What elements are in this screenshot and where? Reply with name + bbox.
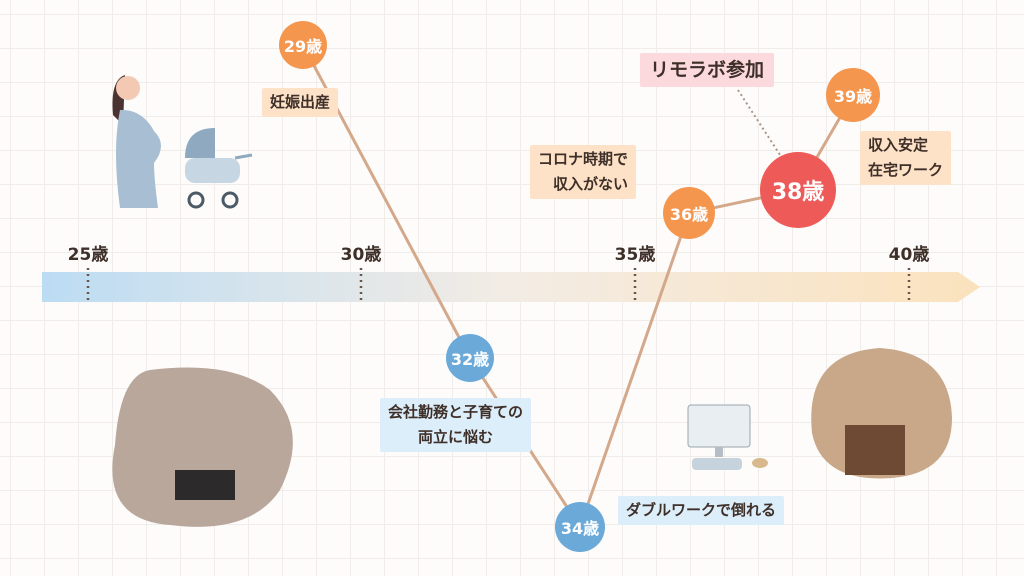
axis-label-40: 40歳: [888, 245, 930, 265]
age-node-32: 32歳: [446, 334, 494, 382]
note-stable-line1: 収入安定: [868, 136, 929, 154]
note-stable: 収入安定 在宅ワーク: [860, 131, 952, 185]
age-node-38: 38歳: [760, 152, 836, 228]
age-node-36: 36歳: [663, 187, 715, 239]
axis-label-30: 30歳: [340, 245, 382, 265]
podium-shape: [845, 425, 905, 475]
age-node-34: 34歳: [555, 502, 605, 552]
remolabo-connector: [737, 89, 783, 159]
note-work-childcare: 会社勤務と子育ての 両立に悩む: [380, 398, 532, 452]
note-corona-line1: コロナ時期で: [538, 150, 629, 168]
camera-shape: [175, 470, 235, 500]
note-birth: 妊娠出産: [262, 88, 339, 117]
note-double-work: ダブルワークで倒れる: [618, 496, 785, 525]
note-corona: コロナ時期で 収入がない: [530, 145, 637, 199]
age-node-39: 39歳: [826, 68, 880, 122]
stroller-illustration: [185, 128, 253, 209]
axis-label-35: 35歳: [614, 245, 656, 265]
photo-with-camera: [112, 367, 293, 527]
note-remolabo: リモラボ参加: [640, 53, 775, 87]
axis-label-25: 25歳: [67, 245, 109, 265]
age-node-29: 29歳: [279, 21, 327, 69]
note-corona-line2: 収入がない: [553, 175, 629, 193]
note-work-line2: 両立に悩む: [418, 428, 494, 446]
note-stable-line2: 在宅ワーク: [868, 161, 944, 179]
computer-illustration: [687, 404, 768, 470]
note-work-line1: 会社勤務と子育ての: [388, 403, 524, 421]
pregnant-woman-illustration: [112, 75, 161, 208]
timeline-arrow: [42, 272, 980, 302]
